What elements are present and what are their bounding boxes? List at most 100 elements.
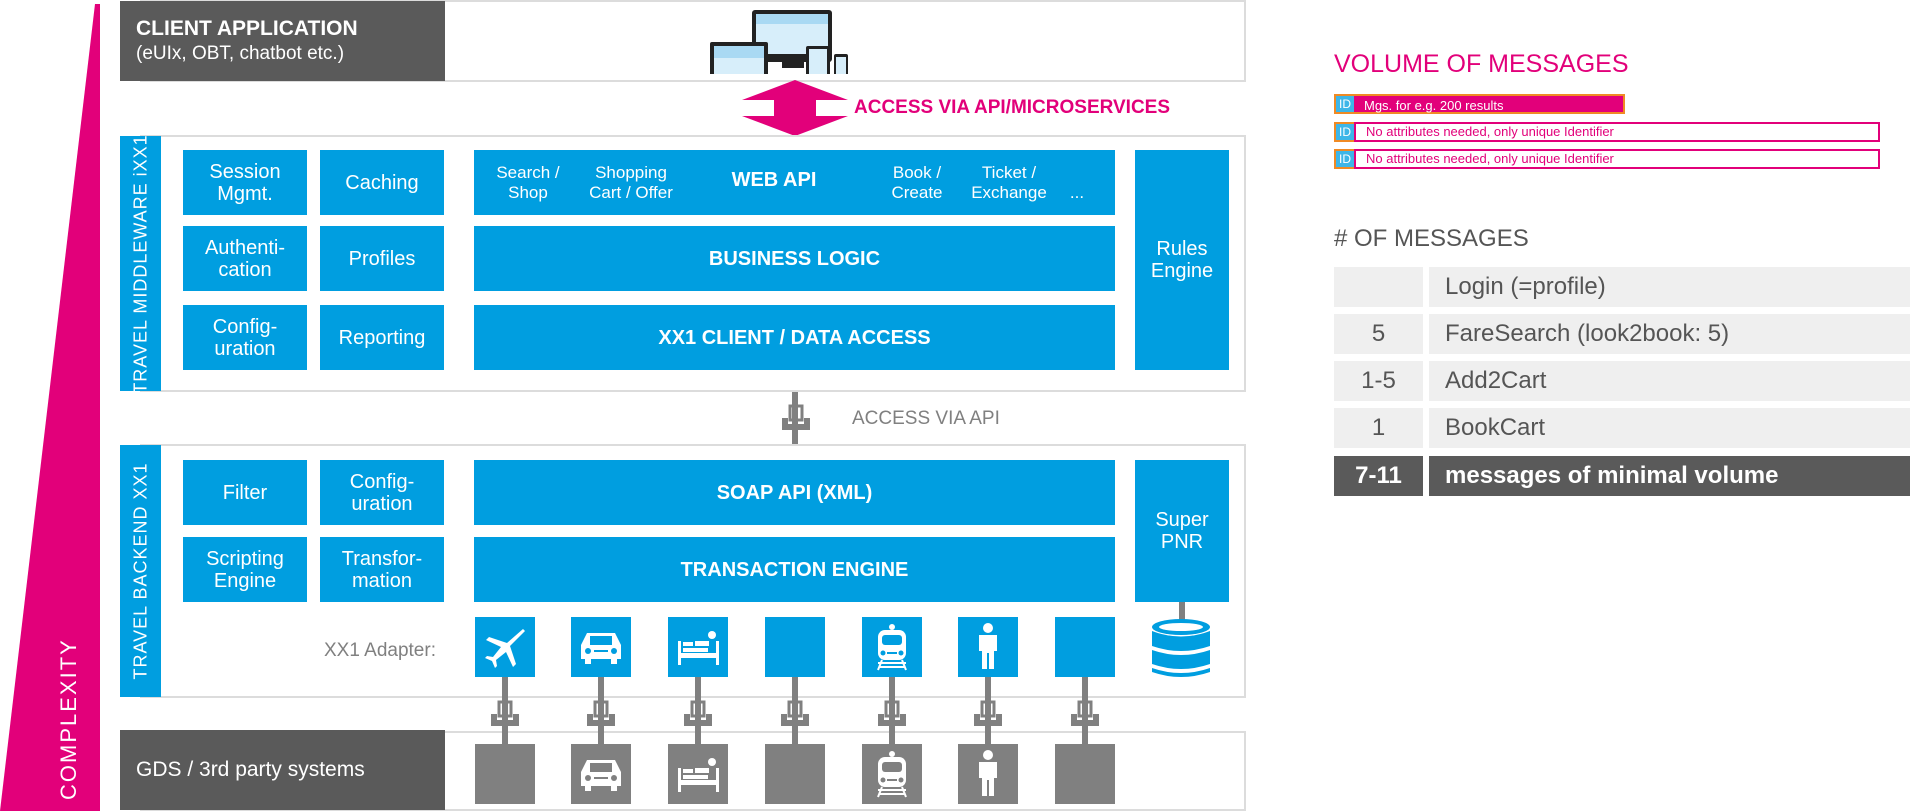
- database-icon: [1152, 619, 1210, 677]
- module-configuration-backend[interactable]: Config-uration: [320, 460, 444, 525]
- module-label: Config-: [349, 470, 415, 493]
- web-api-title: WEB API: [731, 169, 817, 191]
- backend-side-label-text: TRAVEL BACKEND XX1: [130, 462, 150, 680]
- middleware-side-label: TRAVEL MIDDLEWARE iXX1: [120, 133, 161, 394]
- connector-icon: [1071, 700, 1099, 726]
- system-label: NDC: [484, 753, 526, 774]
- messages-row: 1-5 Add2Cart: [1334, 361, 1910, 401]
- module-label: Scripting: [206, 547, 284, 570]
- message-count: 5: [1334, 314, 1423, 354]
- connector-icon: [782, 404, 810, 430]
- system-gds-text[interactable]: GDS: [765, 744, 825, 804]
- system-label: LCC: [485, 773, 524, 794]
- message-count: [1334, 267, 1423, 307]
- volume-row-filled: ID Mgs. for e.g. 200 results: [1334, 94, 1625, 114]
- message-count: 1: [1334, 408, 1423, 448]
- super-pnr-label: Super: [1155, 509, 1209, 531]
- message-label: Login (=profile): [1429, 267, 1910, 307]
- connector-icon: [974, 700, 1002, 726]
- adapter-person-icon[interactable]: [958, 617, 1018, 677]
- module-label: uration: [214, 337, 276, 360]
- message-total-count: 7-11: [1334, 456, 1423, 496]
- connector-icon: [491, 700, 519, 726]
- module-label: Engine: [213, 569, 277, 592]
- super-pnr-connector: [1179, 602, 1185, 622]
- third-party-title: GDS / 3rd party systems: [120, 730, 445, 810]
- adapter-more-icon[interactable]: ...: [1055, 617, 1115, 677]
- module-profiles[interactable]: Profiles: [320, 226, 444, 291]
- super-pnr-label: PNR: [1160, 531, 1204, 553]
- web-api-item-more: ...: [1069, 183, 1085, 202]
- system-hotel-bed-icon[interactable]: [668, 744, 728, 804]
- volume-title: VOLUME OF MESSAGES: [1334, 50, 1629, 78]
- id-tag: ID: [1334, 122, 1354, 142]
- middleware-side-label-text: TRAVEL MIDDLEWARE iXX1: [130, 133, 150, 394]
- module-authentication[interactable]: Authenti-cation: [183, 226, 307, 291]
- module-label: Config-: [212, 315, 278, 338]
- module-reporting[interactable]: Reporting: [320, 305, 444, 370]
- message-count: 1-5: [1334, 361, 1423, 401]
- connector-icon: [684, 700, 712, 726]
- complexity-label: COMPLEXITY: [56, 638, 81, 800]
- module-label: Authenti-: [204, 236, 286, 259]
- system-car-icon[interactable]: [571, 744, 631, 804]
- system-label: ...: [1077, 774, 1093, 795]
- module-configuration[interactable]: Config-uration: [183, 305, 307, 370]
- double-arrow-icon: [742, 80, 848, 136]
- system-label: GDS: [774, 763, 816, 784]
- id-tag: ID: [1334, 94, 1354, 114]
- message-label: Add2Cart: [1429, 361, 1910, 401]
- client-subtitle: (eUIx, OBT, chatbot etc.): [136, 43, 345, 64]
- adapter-label: ...: [1077, 647, 1093, 668]
- messages-row: 5 FareSearch (look2book: 5): [1334, 314, 1910, 354]
- rules-engine-label: Engine: [1150, 260, 1214, 282]
- complexity-wedge: [0, 4, 100, 811]
- access-microservices-label: ACCESS VIA API/MICROSERVICES: [854, 97, 1171, 118]
- rules-engine-label: Rules: [1156, 238, 1208, 260]
- connector-icon: [878, 700, 906, 726]
- adapter-hotel-bed-icon[interactable]: [668, 617, 728, 677]
- message-label: BookCart: [1429, 408, 1910, 448]
- client-title: CLIENT APPLICATION: [136, 17, 358, 40]
- module-label: Reporting: [338, 326, 426, 349]
- module-caching[interactable]: Caching: [320, 150, 444, 215]
- adapter-train-icon[interactable]: [862, 617, 922, 677]
- volume-row-text: No attributes needed, only unique Identi…: [1354, 149, 1880, 169]
- system-train-icon[interactable]: [862, 744, 922, 804]
- system-more-icon[interactable]: ...: [1055, 744, 1115, 804]
- module-label: cation: [218, 258, 272, 281]
- module-label: Mgmt.: [217, 182, 273, 205]
- web-api-item-search: Search /Shop: [496, 163, 560, 202]
- client-header: CLIENT APPLICATION (eUIx, OBT, chatbot e…: [120, 1, 445, 81]
- module-filter[interactable]: Filter: [183, 460, 307, 525]
- module-label: Filter: [222, 481, 268, 504]
- data-access-box[interactable]: XX1 CLIENT / DATA ACCESS: [474, 305, 1115, 370]
- module-label: Profiles: [348, 247, 416, 270]
- web-api-item-book: Book /Create: [891, 163, 943, 202]
- messages-row: 1 BookCart: [1334, 408, 1910, 448]
- message-total-label: messages of minimal volume: [1429, 456, 1910, 496]
- module-label: Session: [209, 160, 281, 183]
- transaction-engine-box[interactable]: TRANSACTION ENGINE: [474, 537, 1115, 602]
- adapter-airplane-icon[interactable]: [475, 617, 535, 677]
- messages-total-row: 7-11 messages of minimal volume: [1334, 456, 1910, 496]
- module-transformation[interactable]: Transfor-mation: [320, 537, 444, 602]
- access-api-label: ACCESS VIA API: [852, 408, 1000, 429]
- business-logic-box[interactable]: BUSINESS LOGIC: [474, 226, 1115, 291]
- volume-row-text: Mgs. for e.g. 200 results: [1354, 94, 1625, 114]
- message-label: FareSearch (look2book: 5): [1429, 314, 1910, 354]
- messages-title: # OF MESSAGES: [1334, 225, 1529, 252]
- adapter-gds-text[interactable]: GDS: [765, 617, 825, 677]
- soap-api-box[interactable]: SOAP API (XML): [474, 460, 1115, 525]
- adapter-label: GDS: [774, 636, 816, 657]
- adapter-car-icon[interactable]: [571, 617, 631, 677]
- system-person-icon[interactable]: [958, 744, 1018, 804]
- volume-row-outline: ID No attributes needed, only unique Ide…: [1334, 149, 1880, 169]
- volume-row-text: No attributes needed, only unique Identi…: [1354, 122, 1880, 142]
